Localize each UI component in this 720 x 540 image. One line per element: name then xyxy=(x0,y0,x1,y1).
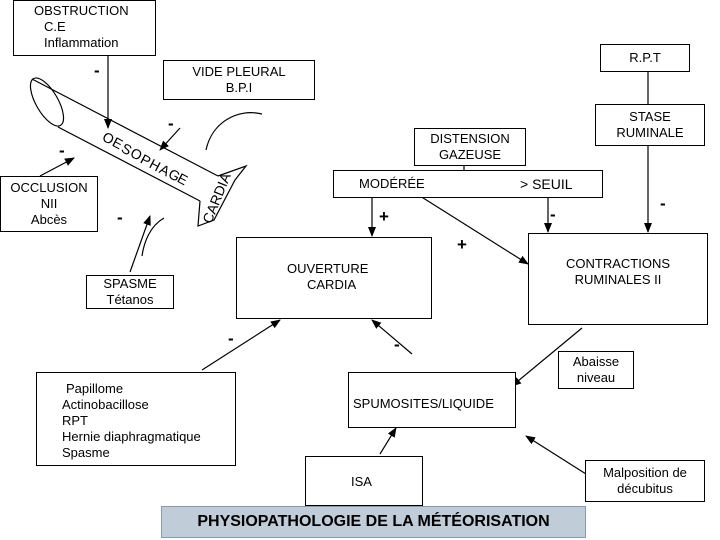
abaisse-line-1: Abaisse xyxy=(572,354,620,369)
sign-spasme: - xyxy=(117,208,123,227)
spumosites-liquide-box: SPUMOSITES/LIQUIDE xyxy=(348,372,516,428)
abaisse-niveau-box: Abaisse niveau xyxy=(558,351,634,389)
arrow-malposition-to-spumosites xyxy=(525,435,587,475)
contractions-line-1: CONTRACTIONS xyxy=(566,256,670,271)
spasme-line-2: Tétanos xyxy=(106,292,154,307)
esophagus-bottom-wall xyxy=(57,126,201,202)
diaphragm-curve-bottom xyxy=(141,217,165,257)
obstruction-box: OBSTRUCTION C.E Inflammation xyxy=(13,0,156,56)
sign-obstruction: - xyxy=(94,61,100,80)
occlusion-line-1: OCCLUSION xyxy=(10,180,88,195)
arrow-isa-to-spumosites xyxy=(379,427,397,455)
vide-pleural-line-1: VIDE PLEURAL xyxy=(192,64,286,79)
arrow-vide-pleural-to-esophagus xyxy=(159,127,181,151)
esophagus-opening xyxy=(29,77,65,127)
sign-moderee: + xyxy=(379,207,389,226)
arrow-contractions-to-spumosites xyxy=(511,327,583,387)
distension-gazeuse-box: DISTENSION GAZEUSE xyxy=(414,128,526,166)
sign-stase: - xyxy=(660,194,666,213)
sign-contractions-plus: + xyxy=(457,235,467,254)
diagram-title-box: PHYSIOPATHOLOGIE DE LA MÉTÉORISATION xyxy=(161,506,586,538)
ouverture-line-2: CARDIA xyxy=(307,277,357,292)
causes-line-2: Actinobacillose xyxy=(62,397,149,412)
moderee-seuil-box: MODÉRÉE > SEUIL xyxy=(333,170,603,198)
stase-line-1: STASE xyxy=(629,109,671,124)
distension-line-2: GAZEUSE xyxy=(438,147,502,162)
malposition-box: Malposition de décubitus xyxy=(585,460,705,502)
arrow-spasme-to-cardia xyxy=(129,215,151,273)
causes-line-5: Spasme xyxy=(62,445,110,460)
ouverture-line-1: OUVERTURE xyxy=(287,261,369,276)
arrow-spumosites-to-ouverture xyxy=(371,319,413,355)
diaphragm-curve-top xyxy=(205,112,263,151)
contractions-line-2: RUMINALES II xyxy=(574,272,662,287)
esophagus-top-wall xyxy=(31,78,219,177)
sign-occlusion: - xyxy=(59,141,65,160)
obstruction-line-1: OBSTRUCTION xyxy=(34,3,129,18)
isa-box: ISA xyxy=(305,456,423,506)
abaisse-line-2: niveau xyxy=(576,370,616,385)
vide-pleural-box: VIDE PLEURAL B.P.I xyxy=(163,60,315,100)
occlusion-box: OCCLUSION NII Abcès xyxy=(0,176,98,232)
spumosites-label: SPUMOSITES/LIQUIDE xyxy=(353,396,494,411)
moderee-label: MODÉRÉE xyxy=(359,176,425,191)
diagram-title: PHYSIOPATHOLOGIE DE LA MÉTÉORISATION xyxy=(197,513,550,530)
occlusion-line-3: Abcès xyxy=(30,212,68,227)
causes-line-3: RPT xyxy=(62,413,88,428)
isa-label: ISA xyxy=(351,474,372,489)
spasme-tetanos-box: SPASME Tétanos xyxy=(86,275,174,309)
causes-box: Papillome Actinobacillose RPT Hernie dia… xyxy=(36,372,236,466)
sign-spumosites: - xyxy=(394,335,400,354)
spasme-line-1: SPASME xyxy=(103,276,157,291)
arrow-causes-to-ouverture xyxy=(201,319,281,371)
vide-pleural-line-2: B.P.I xyxy=(225,80,253,95)
arrow-moderee-to-contractions xyxy=(419,195,529,265)
sign-seuil: - xyxy=(550,205,556,224)
sign-vide-pleural: - xyxy=(168,114,174,133)
esophagus-tube xyxy=(29,77,263,257)
obstruction-line-2: C.E xyxy=(44,19,66,34)
malposition-line-1: Malposition de xyxy=(603,465,687,480)
seuil-label: > SEUIL xyxy=(520,176,573,192)
contractions-ruminales-box: CONTRACTIONS RUMINALES II xyxy=(528,233,708,325)
causes-line-4: Hernie diaphragmatique xyxy=(62,429,201,444)
stase-ruminale-box: STASE RUMINALE xyxy=(595,104,705,146)
obstruction-line-3: Inflammation xyxy=(44,35,119,50)
sign-causes: - xyxy=(228,329,234,348)
cardia-outline xyxy=(197,164,248,227)
rpt-top-box: R.P.T xyxy=(600,44,690,72)
ouverture-cardia-box: OUVERTURE CARDIA xyxy=(236,237,432,319)
malposition-line-2: décubitus xyxy=(617,481,673,496)
rpt-top-label: R.P.T xyxy=(629,50,661,65)
stase-line-2: RUMINALE xyxy=(616,125,684,140)
arrow-occlusion-to-esophagus xyxy=(39,157,75,177)
occlusion-line-2: NII xyxy=(40,196,58,211)
causes-line-1: Papillome xyxy=(66,381,124,396)
distension-line-1: DISTENSION xyxy=(430,131,510,146)
